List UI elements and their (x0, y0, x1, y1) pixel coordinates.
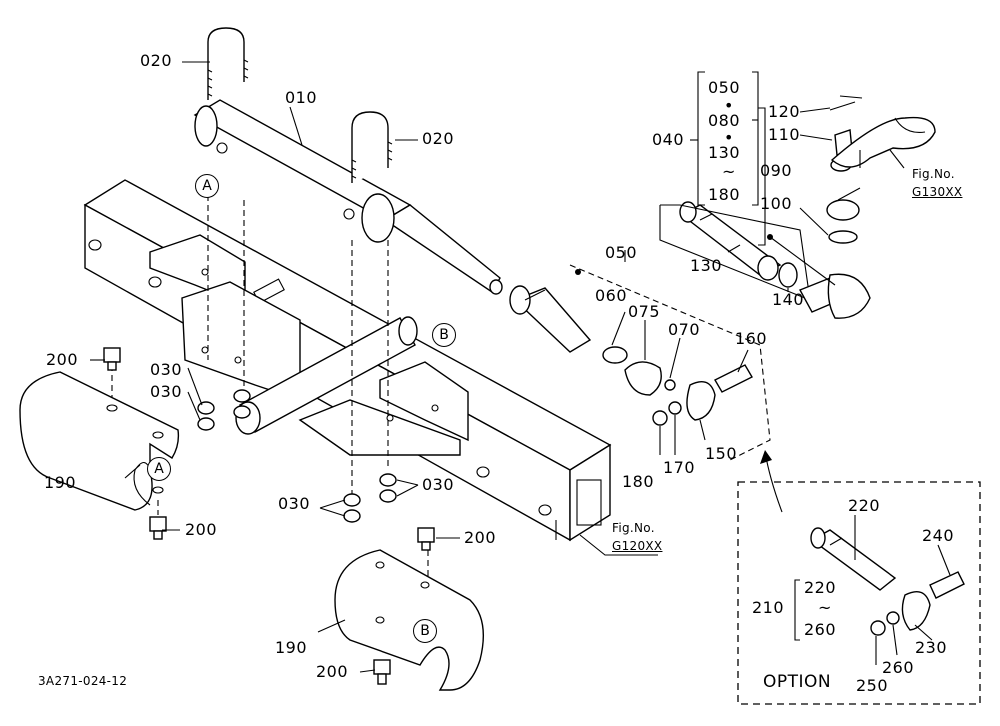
u-bolt-left (207, 27, 249, 100)
label-080: 080 (708, 111, 741, 130)
nuts-030 (197, 389, 397, 523)
label-075: 075 (628, 302, 661, 321)
label-130-group: 130 (708, 143, 741, 162)
label-150: 150 (705, 444, 738, 463)
label-210: 210 (752, 598, 785, 617)
range-tilde-1: ~ (722, 162, 736, 181)
steering-cylinder (193, 99, 503, 295)
label-090: 090 (760, 161, 793, 180)
alignment-lines (111, 185, 429, 600)
ref-b-lower: B (413, 619, 437, 643)
separator-dot-1: • (724, 96, 734, 115)
label-230: 230 (915, 638, 948, 657)
label-190-lower: 190 (275, 638, 308, 657)
label-140: 140 (772, 290, 805, 309)
label-050-group: 050 (708, 78, 741, 97)
label-030-b: 030 (150, 382, 183, 401)
ref-a-upper: A (195, 174, 219, 198)
label-100: 100 (760, 194, 793, 213)
option-title: OPTION (763, 672, 832, 692)
label-200-upper-left: 200 (46, 350, 79, 369)
label-200-lower-left: 200 (185, 520, 218, 539)
label-200-bottom: 200 (316, 662, 349, 681)
label-020-right: 020 (422, 129, 455, 148)
bolts-200 (103, 347, 435, 685)
right-mounting-bracket (298, 361, 469, 456)
label-220-range: 220 (804, 578, 837, 597)
label-180-group: 180 (708, 185, 741, 204)
option-parts (810, 527, 965, 636)
label-170: 170 (663, 458, 696, 477)
label-070: 070 (668, 320, 701, 339)
label-030-a: 030 (150, 360, 183, 379)
drawing-code: 3A271-024-12 (38, 674, 128, 688)
label-240: 240 (922, 526, 955, 545)
label-180-lower: 180 (622, 472, 655, 491)
lower-axle-guard (334, 549, 485, 691)
label-160: 160 (735, 329, 768, 348)
label-060: 060 (595, 286, 628, 305)
label-050-tie-rod: 050 (605, 243, 638, 262)
label-200-right: 200 (464, 528, 497, 547)
ref-a-lower: A (147, 457, 171, 481)
fig-ref-title-120: Fig.No. (612, 521, 655, 535)
label-260-option: 260 (882, 658, 915, 677)
fig-ref-code-g130xx: G130XX (912, 185, 963, 199)
label-030-d: 030 (422, 475, 455, 494)
label-030-c: 030 (278, 494, 311, 513)
ref-b-upper: B (432, 323, 456, 347)
label-260-range: 260 (804, 620, 837, 639)
leader-lines (90, 61, 951, 673)
group-brackets (690, 71, 800, 641)
label-130-sleeve: 130 (690, 256, 723, 275)
left-axle-guard (19, 371, 180, 511)
fig-ref-code-g120xx: G120XX (612, 539, 663, 553)
sleeve-group-outline (659, 204, 811, 301)
fig-ref-title-130: Fig.No. (912, 167, 955, 181)
label-020-left: 020 (140, 51, 173, 70)
label-040: 040 (652, 130, 685, 149)
label-250: 250 (856, 676, 889, 695)
label-190-left: 190 (44, 473, 77, 492)
label-110: 110 (768, 125, 801, 144)
label-220-option: 220 (848, 496, 881, 515)
tie-rod-group-outline (569, 264, 771, 461)
left-mounting-bracket (149, 234, 301, 401)
steering-arm (830, 116, 936, 168)
range-tilde-2: ~ (818, 598, 832, 617)
u-bolt-right (351, 111, 393, 183)
tie-rod-end-assembly (509, 285, 753, 426)
option-box-border (737, 481, 981, 705)
label-120: 120 (768, 102, 801, 121)
label-010: 010 (285, 88, 318, 107)
separator-dot-2: • (724, 128, 734, 147)
